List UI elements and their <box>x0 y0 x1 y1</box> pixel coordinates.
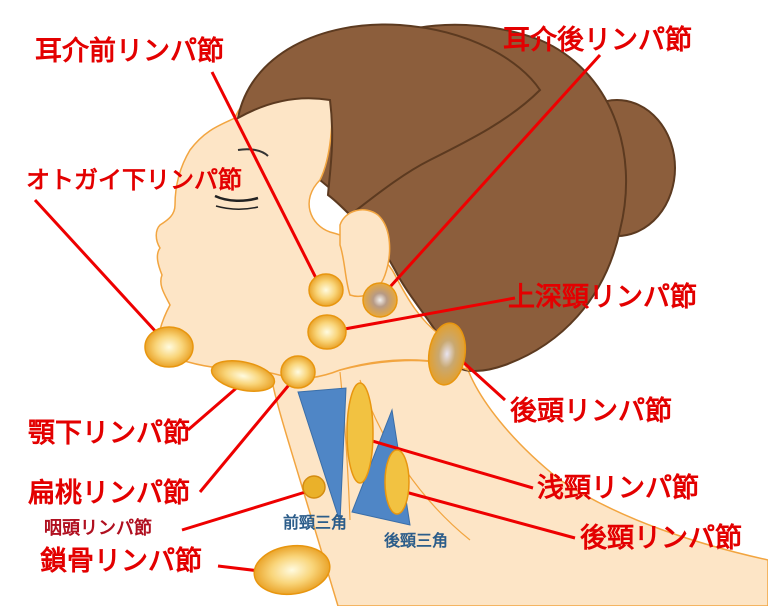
label-occipital: 後頭リンパ節 <box>510 396 672 427</box>
label-postauricular: 耳介後リンパ節 <box>503 25 692 56</box>
eyelash-line <box>215 205 259 210</box>
label-posterior-triangle: 後頸三角 <box>384 531 449 550</box>
eyebrow <box>237 148 269 157</box>
node-parotid <box>144 326 194 368</box>
anterior-triangle <box>297 387 347 523</box>
label-upper-deep-cervical: 上深頸リンパ節 <box>508 282 697 313</box>
line-posterior-cervical <box>397 488 576 540</box>
label-supraclavicular: 鎖骨リンパ節 <box>40 546 202 577</box>
node-supraclavicular <box>253 544 331 596</box>
node-pharyngeal <box>302 475 326 499</box>
line-postauricular <box>378 53 602 300</box>
label-parotid: オトガイ下リンパ節 <box>26 166 242 194</box>
ear-shape <box>339 209 391 297</box>
hair-front <box>236 23 542 217</box>
line-upper-deep <box>327 296 516 334</box>
label-submandibular: 顎下リンパ節 <box>28 418 190 449</box>
label-superficial-cervical: 浅頸リンパ節 <box>537 473 699 504</box>
node-tonsillar <box>280 355 316 389</box>
label-posterior-cervical: 後頸リンパ節 <box>580 523 742 554</box>
line-superficial <box>361 436 534 490</box>
label-pharyngeal: 咽頭リンパ節 <box>44 518 152 539</box>
node-upper-deep <box>307 314 347 350</box>
line-parotid <box>33 198 170 347</box>
line-pharyngeal <box>181 488 313 532</box>
line-preauricular <box>210 71 324 291</box>
label-preauricular: 耳介前リンパ節 <box>35 36 224 67</box>
closed-eye <box>214 194 259 202</box>
label-anterior-triangle: 前頸三角 <box>283 513 348 532</box>
label-tonsillar: 扁桃リンパ節 <box>28 478 190 509</box>
node-preauricular <box>308 273 344 307</box>
node-submandibular <box>210 360 276 392</box>
node-posterior-cervical <box>384 449 410 515</box>
node-occipital <box>427 322 467 386</box>
node-superficial <box>346 382 374 484</box>
node-postauricular <box>362 282 398 318</box>
line-tonsillar <box>198 373 300 493</box>
